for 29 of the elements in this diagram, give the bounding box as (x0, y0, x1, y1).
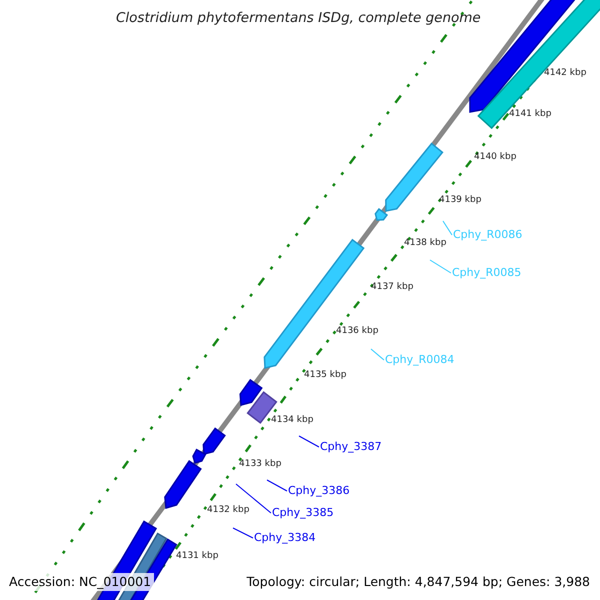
leader-line (370, 348, 384, 360)
tick-label: 4140 kbp (474, 151, 516, 163)
tick-label: 4131 kbp (176, 550, 218, 562)
gene-label: Cphy_3384 (254, 531, 316, 545)
accession-text: Accession: NC_010001 (6, 573, 154, 591)
tick-label: 4136 kbp (336, 325, 378, 337)
tick-label: 4133 kbp (239, 458, 282, 470)
gene-label: Cphy_3386 (288, 484, 350, 498)
leader-line (442, 220, 452, 236)
leader-line (430, 260, 452, 274)
leader-line (236, 484, 272, 514)
tick-label: 4134 kbp (271, 414, 314, 426)
gene-label: Cphy_3387 (320, 440, 382, 454)
tick-label: 4137 kbp (371, 281, 414, 293)
leader-line (298, 436, 320, 448)
gene-label: Cphy_R0085 (452, 266, 522, 280)
gene-label: Cphy_3385 (272, 506, 334, 520)
gene-label: Cphy_R0084 (385, 353, 454, 367)
tick-label: 4141 kbp (509, 108, 552, 120)
title: Clostridium phytofermentans ISDg, complete genome (116, 9, 481, 28)
leader-line (266, 480, 288, 492)
tick-label: 4138 kbp (404, 237, 446, 249)
leader-line (232, 528, 254, 538)
tick-label: 4139 kbp (439, 194, 482, 206)
gene-label: Cphy_R0086 (453, 228, 522, 242)
tick-label: 4135 kbp (304, 369, 346, 381)
genome-info-text: Topology: circular; Length: 4,847,594 bp; Genes: 3,988 (246, 573, 590, 591)
tick-label: 4132 kbp (207, 504, 250, 516)
tick-label: 4142 kbp (544, 67, 586, 79)
